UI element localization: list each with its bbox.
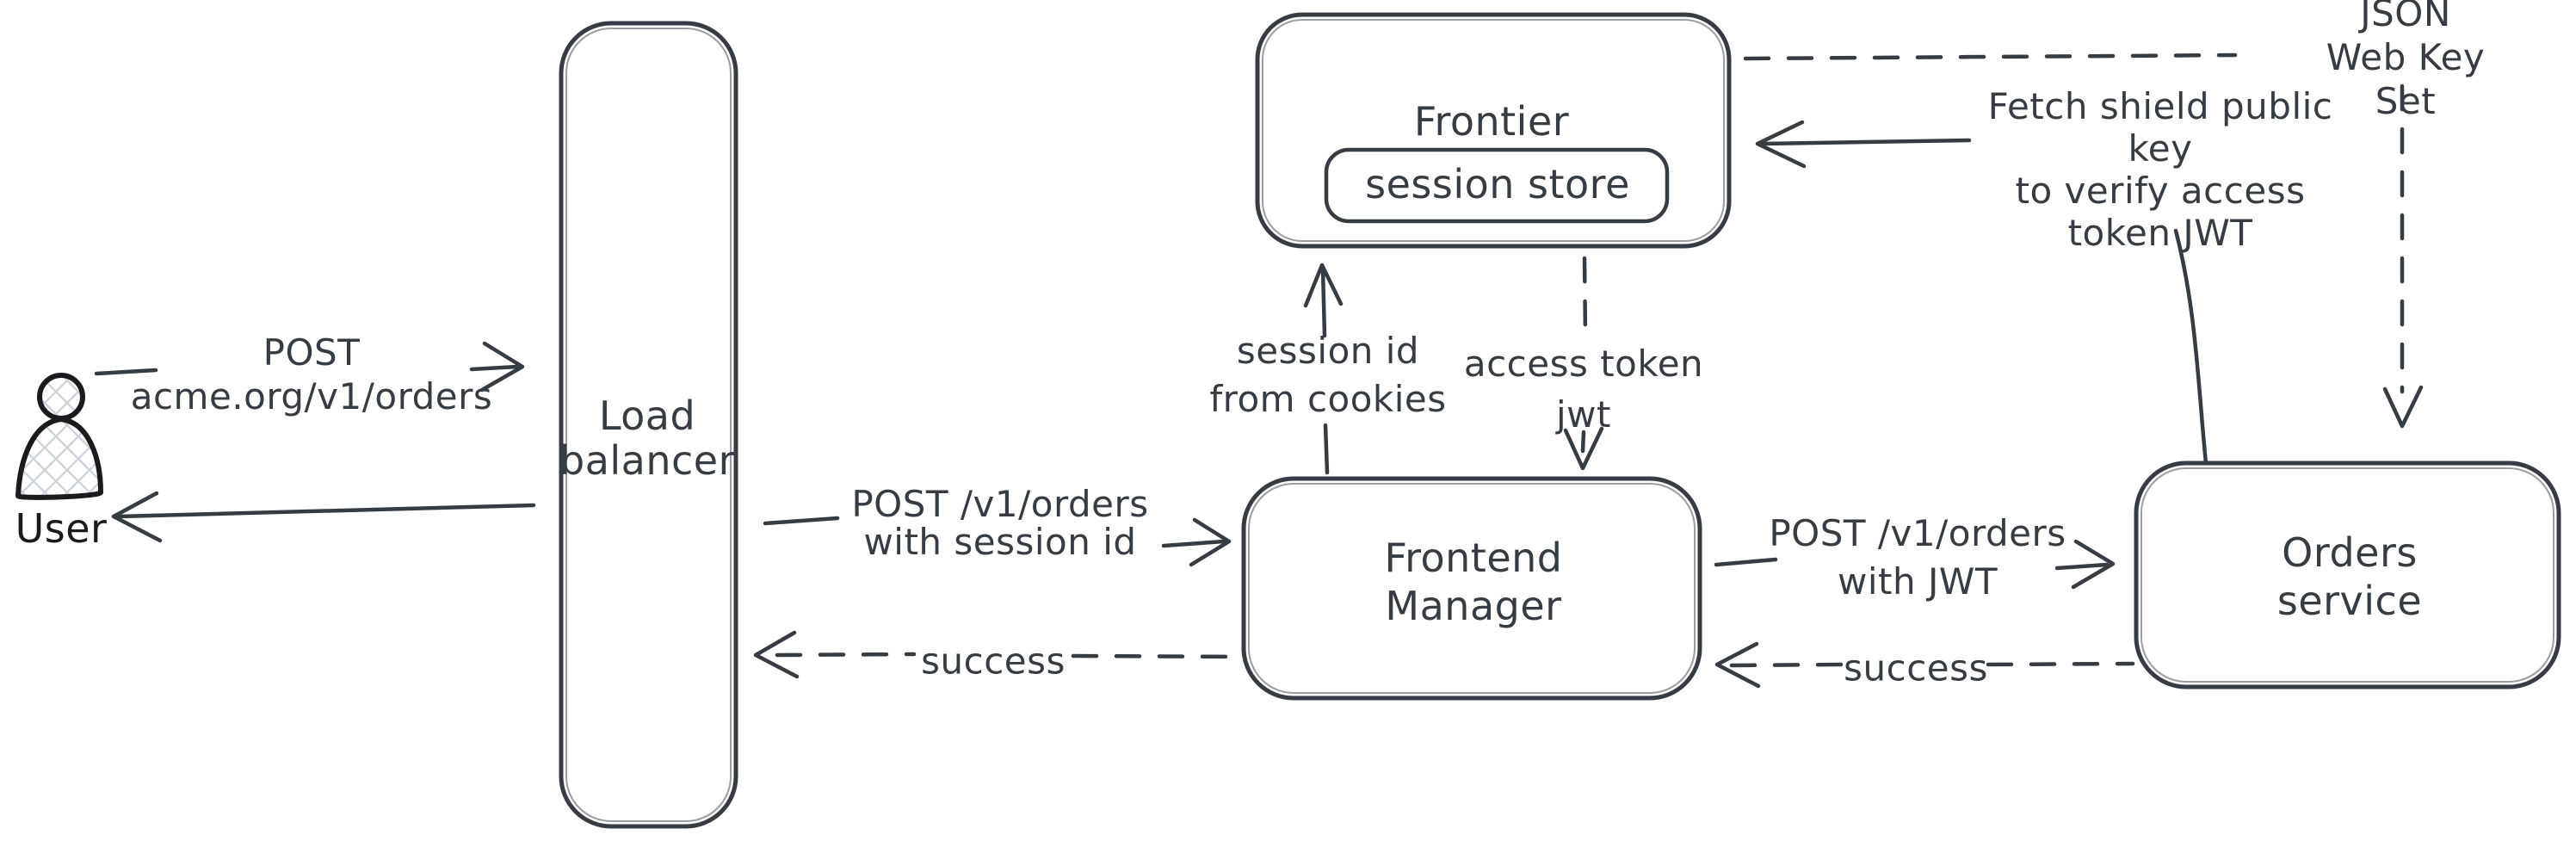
frontend-manager-box [1241,476,1702,701]
edge-label-post-session: POST /v1/orders with session id [851,483,1149,563]
arrow-access-token [1563,256,1604,471]
arrow-session-id [1303,263,1344,475]
edge-label-session-id: session id from cookies [1209,330,1447,420]
frontier-label: Frontier [1413,97,1570,145]
arrow-jwks-horizontal [1743,53,2238,61]
user-label: User [15,504,108,552]
session-store-box [1324,147,1670,224]
arrow-success-right [1714,641,2135,689]
load-balancer-box [559,21,738,829]
orders-service-box [2134,461,2561,689]
frontier-box [1255,12,1732,249]
edge-label-fetch-key: Fetch shield public key to verify access… [1987,85,2333,254]
edge-label-access-token: access token jwt [1463,343,1704,436]
arrow-post-session [763,516,1232,567]
arrow-fetch-key [1755,120,2208,466]
frontend-manager-label: Frontend Manager [1384,535,1563,629]
jwks-label: JSON Web Key Set [2326,0,2486,123]
arrow-post-jwt [1714,539,2116,590]
arrow-return-to-user [111,491,536,543]
orders-service-label: Orders service [2276,529,2423,624]
arrow-post-orders [94,341,525,393]
load-balancer-label: Load balancer [559,393,736,484]
edge-label-success-left: success [921,640,1066,683]
arrow-success-left [753,630,1244,679]
edge-label-post-orders: POST acme.org/v1/orders [130,331,493,417]
edge-label-post-jwt: POST /v1/orders with JWT [1769,512,2066,603]
edge-label-success-right: success [1844,646,1988,689]
arrow-jwks-vertical [2382,83,2424,429]
session-store-label: session store [1365,160,1630,207]
user-icon [15,373,103,500]
